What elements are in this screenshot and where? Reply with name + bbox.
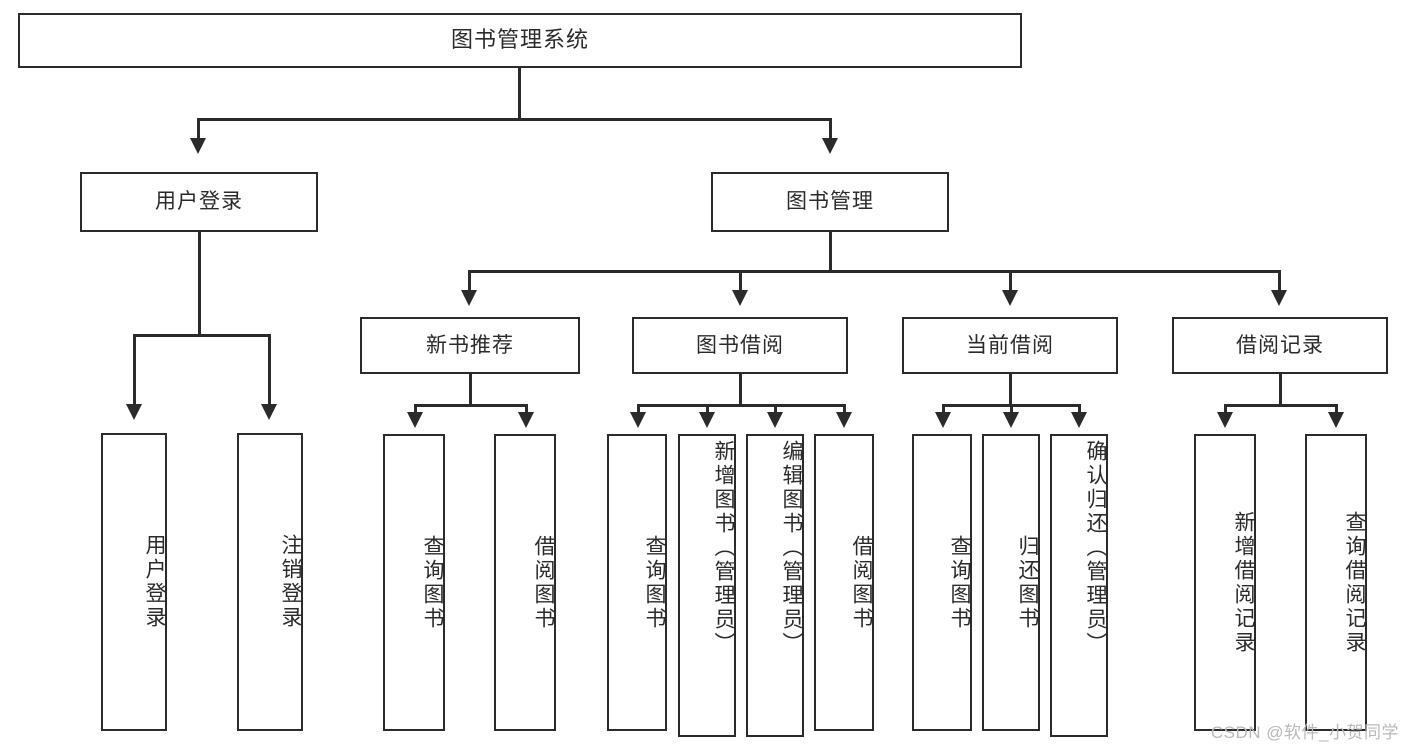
node-label: 归还图书 xyxy=(1016,534,1039,631)
node-label: 用户登录 xyxy=(155,190,243,214)
connector-user-login-stem xyxy=(198,232,201,336)
connector-bm-drop-current-borrow xyxy=(1009,270,1012,292)
node-label: 查询借阅记录 xyxy=(1343,510,1366,655)
arrow-bb-leaf-1 xyxy=(630,412,646,428)
connector-bm-drop-new-book xyxy=(468,270,471,292)
arrow-cb-leaf-3 xyxy=(1071,412,1087,428)
connector-br-drop-2 xyxy=(1335,404,1338,414)
arrow-root-to-user-login xyxy=(190,138,206,154)
node-current-borrow[interactable]: 当前借阅 xyxy=(902,317,1118,374)
node-label: 查询图书 xyxy=(643,534,666,631)
connector-bb-drop-3 xyxy=(774,404,777,414)
leaf-borrow-record-query-record[interactable]: 查询借阅记录 xyxy=(1305,434,1367,731)
arrow-bb-leaf-2 xyxy=(699,412,715,428)
connector-user-login-drop-2 xyxy=(268,334,271,406)
connector-book-borrow-stem xyxy=(739,374,742,406)
arrow-br-leaf-1 xyxy=(1217,412,1233,428)
connector-bm-drop-borrow-record xyxy=(1278,270,1281,292)
leaf-book-borrow-edit-book-admin[interactable]: 编辑图书（管理员） xyxy=(746,434,804,737)
connector-cb-drop-1 xyxy=(942,404,945,414)
connector-new-book-stem xyxy=(469,374,472,406)
leaf-book-borrow-borrow-book[interactable]: 借阅图书 xyxy=(814,434,874,731)
node-label: 查询图书 xyxy=(948,534,971,631)
connector-book-mgmt-bus xyxy=(468,270,1280,273)
connector-book-borrow-bus xyxy=(637,404,845,407)
node-label: 图书管理 xyxy=(786,190,874,214)
node-label: 注销登录 xyxy=(279,534,302,630)
arrow-br-leaf-2 xyxy=(1328,412,1344,428)
connector-bb-drop-2 xyxy=(706,404,709,414)
connector-user-login-drop-1 xyxy=(133,334,136,406)
node-label: 用户登录 xyxy=(143,534,166,630)
node-label: 当前借阅 xyxy=(966,333,1054,357)
arrow-user-login-leaf-2 xyxy=(261,404,277,420)
connector-bm-drop-book-borrow xyxy=(739,270,742,292)
connector-book-mgmt-stem xyxy=(829,232,832,272)
connector-root-to-book-mgmt xyxy=(829,118,832,140)
arrow-bm-to-new-book xyxy=(461,290,477,306)
leaf-book-borrow-query-book[interactable]: 查询图书 xyxy=(607,434,667,731)
connector-current-borrow-stem xyxy=(1009,374,1012,406)
node-label: 新书推荐 xyxy=(426,333,514,357)
node-label: 新增借阅记录 xyxy=(1232,510,1255,655)
arrow-cb-leaf-2 xyxy=(1003,412,1019,428)
connector-cb-drop-3 xyxy=(1078,404,1081,414)
node-label: 图书借阅 xyxy=(696,333,784,357)
node-user-login[interactable]: 用户登录 xyxy=(80,172,318,232)
arrow-cb-leaf-1 xyxy=(935,412,951,428)
connector-new-book-bus xyxy=(414,404,527,407)
connector-bb-drop-1 xyxy=(637,404,640,414)
connector-borrow-record-stem xyxy=(1279,374,1282,406)
leaf-current-borrow-confirm-return-admin[interactable]: 确认归还（管理员） xyxy=(1050,434,1108,737)
node-label: 查询图书 xyxy=(421,534,444,631)
connector-new-book-drop-2 xyxy=(525,404,528,414)
connector-root-stem xyxy=(518,68,521,119)
connector-new-book-drop-1 xyxy=(414,404,417,414)
arrow-bm-to-book-borrow xyxy=(732,290,748,306)
arrow-bm-to-current-borrow xyxy=(1002,290,1018,306)
arrow-bb-leaf-3 xyxy=(767,412,783,428)
node-label: 借阅记录 xyxy=(1236,333,1324,357)
connector-br-drop-1 xyxy=(1224,404,1227,414)
node-root-system[interactable]: 图书管理系统 xyxy=(18,13,1022,68)
node-label: 确认归还（管理员） xyxy=(1084,440,1107,656)
leaf-current-borrow-return-book[interactable]: 归还图书 xyxy=(982,434,1040,731)
node-borrow-record[interactable]: 借阅记录 xyxy=(1172,317,1388,374)
leaf-new-book-borrow-book[interactable]: 借阅图书 xyxy=(494,434,556,731)
leaf-borrow-record-add-record[interactable]: 新增借阅记录 xyxy=(1194,434,1256,731)
leaf-current-borrow-query-book[interactable]: 查询图书 xyxy=(912,434,972,731)
connector-bb-drop-4 xyxy=(843,404,846,414)
arrow-new-book-leaf-1 xyxy=(407,412,423,428)
node-label: 新增图书（管理员） xyxy=(712,440,735,656)
arrow-user-login-leaf-1 xyxy=(126,404,142,420)
node-label: 借阅图书 xyxy=(532,534,555,631)
connector-user-login-bus xyxy=(133,334,271,337)
leaf-user-login-login[interactable]: 用户登录 xyxy=(101,433,167,731)
node-book-borrow[interactable]: 图书借阅 xyxy=(632,317,848,374)
arrow-root-to-book-mgmt xyxy=(822,138,838,154)
connector-borrow-record-bus xyxy=(1224,404,1337,407)
node-new-book-recommend[interactable]: 新书推荐 xyxy=(360,317,580,374)
leaf-new-book-query-book[interactable]: 查询图书 xyxy=(383,434,445,731)
connector-cb-drop-2 xyxy=(1010,404,1013,414)
leaf-book-borrow-add-book-admin[interactable]: 新增图书（管理员） xyxy=(678,434,736,737)
arrow-new-book-leaf-2 xyxy=(518,412,534,428)
node-book-management[interactable]: 图书管理 xyxy=(711,172,949,232)
node-label: 借阅图书 xyxy=(850,534,873,631)
connector-root-to-user-login xyxy=(197,118,200,140)
connector-root-bus xyxy=(197,118,831,121)
leaf-user-login-logout[interactable]: 注销登录 xyxy=(237,433,303,731)
node-label: 图书管理系统 xyxy=(450,27,589,53)
node-label: 编辑图书（管理员） xyxy=(780,440,803,656)
arrow-bb-leaf-4 xyxy=(836,412,852,428)
arrow-bm-to-borrow-record xyxy=(1271,290,1287,306)
